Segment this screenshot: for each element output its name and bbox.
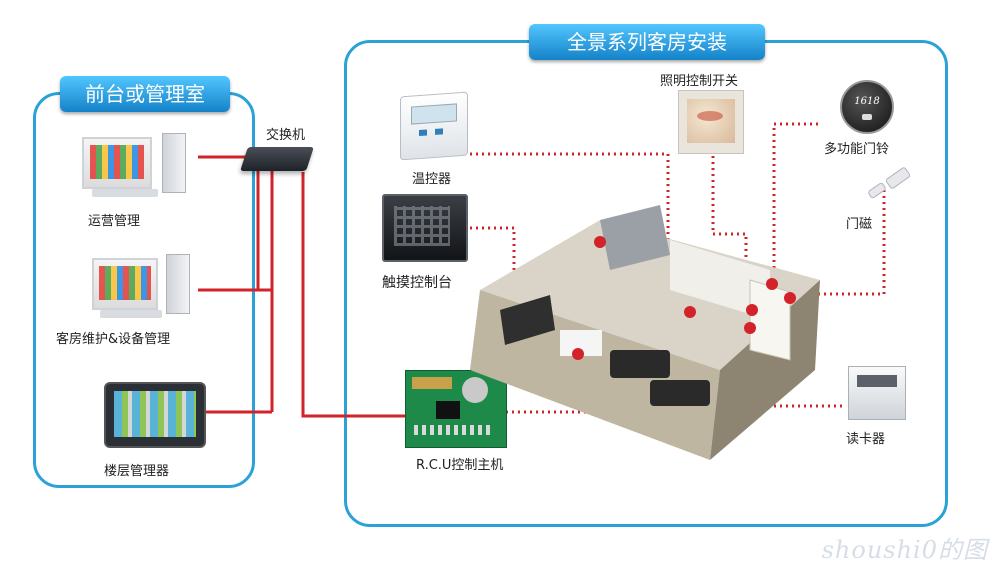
floor-manager-label: 楼层管理器 xyxy=(104,464,170,479)
doorbell-number: 1618 xyxy=(854,96,880,107)
card-reader-label: 读卡器 xyxy=(846,432,886,447)
card-reader-device xyxy=(848,366,906,420)
operations-computer xyxy=(82,133,198,199)
doorbell-device: 1618 xyxy=(840,80,894,134)
door-sensor-device xyxy=(866,166,914,204)
room-maintenance-label: 客房维护&设备管理 xyxy=(56,332,171,347)
room-maintenance-computer xyxy=(92,254,208,320)
room-maintenance-tower xyxy=(166,254,190,314)
rcu-board-device xyxy=(405,370,507,448)
rcu-label: R.C.U控制主机 xyxy=(416,458,504,473)
doorbell-label: 多功能门铃 xyxy=(824,142,890,157)
room-installation-title: 全景系列客房安装 xyxy=(529,24,765,60)
lighting-switch-label: 照明控制开关 xyxy=(660,74,739,89)
room-illustration xyxy=(470,205,820,460)
operations-label: 运营管理 xyxy=(88,214,141,229)
dot-door-sensor xyxy=(790,190,886,296)
watermark: shoushi0的图 xyxy=(821,536,988,564)
thermostat-label: 温控器 xyxy=(412,172,452,187)
floor-manager-device xyxy=(104,382,206,448)
room-maintenance-screen xyxy=(92,258,158,310)
operations-screen xyxy=(82,137,152,189)
door-sensor-label: 门磁 xyxy=(846,217,873,232)
lighting-switch-device xyxy=(678,90,744,154)
network-switch xyxy=(240,147,314,171)
switch-label: 交换机 xyxy=(266,128,306,143)
wire-switch-rcu xyxy=(301,172,405,418)
front-desk-title: 前台或管理室 xyxy=(60,76,230,112)
dot-doorbell xyxy=(772,122,818,286)
operations-tower xyxy=(162,133,186,193)
thermostat-device xyxy=(400,91,468,161)
touch-panel-label: 触摸控制台 xyxy=(382,275,452,291)
touch-panel-device xyxy=(382,194,468,262)
